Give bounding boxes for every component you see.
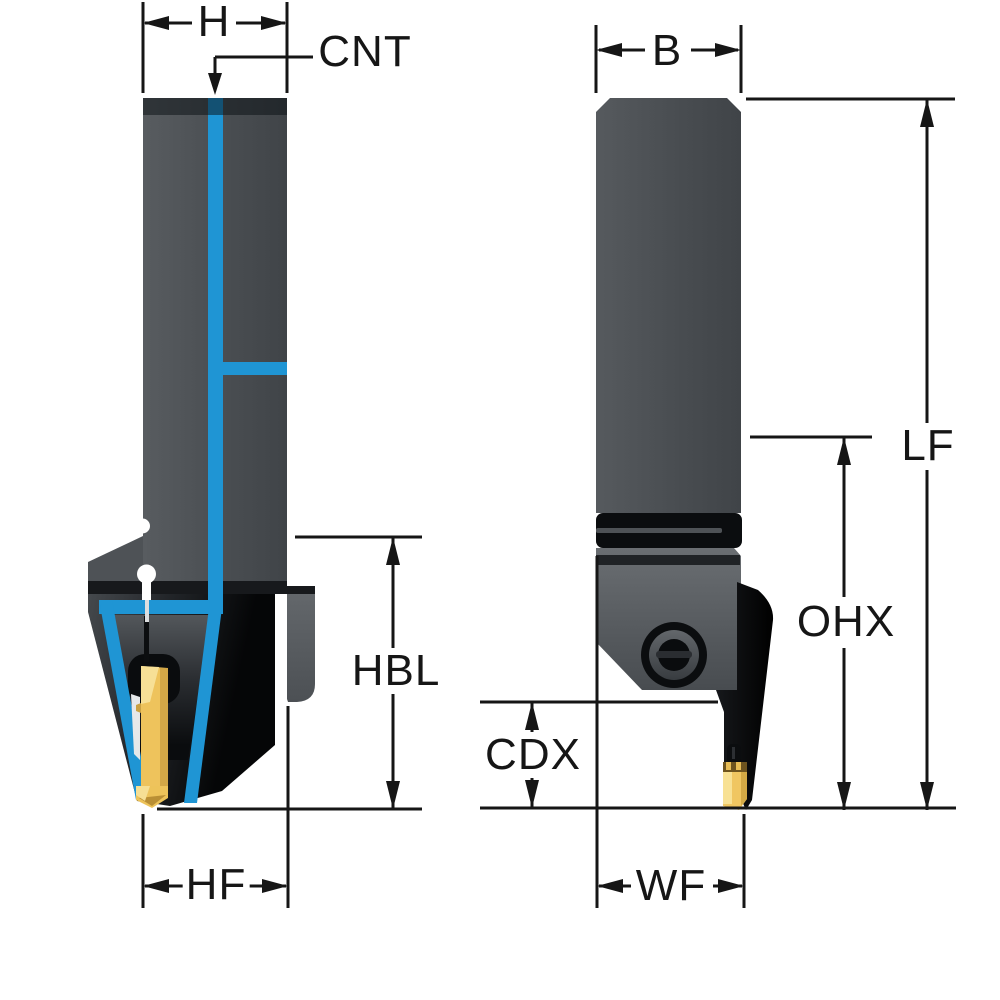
arrow-cnt-down [208, 73, 222, 95]
arrow-wf-left [597, 879, 623, 893]
arrow-b-left [596, 43, 622, 57]
side-insert-tooth-1 [726, 762, 731, 770]
clamp-hole [137, 564, 156, 584]
arrow-wf-right [718, 879, 744, 893]
arrow-cdx-up [525, 702, 539, 730]
dimension-ohx [750, 435, 872, 810]
front-insert [136, 666, 168, 808]
dimension-cnt [208, 55, 313, 95]
dim-label-cnt: CNT [315, 30, 415, 74]
dimension-cdx [480, 700, 718, 808]
arrow-b-right [715, 43, 741, 57]
arrow-ohx-down [837, 782, 851, 810]
arrow-hbl-up [386, 537, 400, 565]
slot-white-line [145, 596, 149, 622]
arrow-h-right [261, 16, 287, 30]
dim-label-wf: WF [632, 864, 710, 908]
dimension-hf [141, 706, 290, 908]
arrow-lf-up [920, 99, 934, 127]
arrow-h-left [143, 16, 169, 30]
coolant-channel-vertical [208, 98, 223, 610]
side-insert-tooth-2 [736, 762, 741, 770]
front-insert-foot-highlight [136, 786, 150, 801]
slot-dark-line [144, 616, 149, 662]
front-insert-notch [136, 703, 141, 713]
dim-label-lf: LF [898, 424, 958, 468]
side-clamp-tab-slot [732, 747, 735, 759]
dim-label-cdx: CDX [482, 733, 584, 777]
dim-label-hbl: HBL [348, 649, 444, 693]
dim-label-h: H [194, 0, 234, 44]
clamp-slot [135, 518, 156, 662]
side-shank [596, 98, 741, 513]
shank-notch [135, 518, 150, 534]
side-insert-band [723, 762, 747, 773]
arrow-ohx-up [837, 437, 851, 465]
arrow-lf-down [920, 782, 934, 810]
coolant-funnel-right [184, 600, 223, 803]
dimension-wf [595, 556, 746, 908]
side-view-tool [596, 98, 774, 810]
dim-label-hf: HF [182, 863, 250, 907]
front-shank-top-band [143, 98, 287, 115]
clamp-screw [641, 622, 707, 688]
dim-label-ohx: OHX [793, 600, 899, 644]
dimension-hbl [295, 535, 422, 809]
arrow-hbl-down [386, 781, 400, 809]
front-insert-right-facet [160, 668, 168, 788]
front-head-top-wedge [88, 536, 143, 582]
side-insert [723, 762, 747, 810]
arrow-hf-right [262, 879, 288, 893]
dimension-h [141, 2, 289, 93]
arrow-hf-left [143, 879, 169, 893]
dim-label-b: B [648, 29, 686, 73]
side-insert-highlight [723, 772, 732, 804]
dimension-lf [746, 97, 955, 810]
side-insert-right-facet [741, 772, 747, 806]
screw-slot [656, 651, 692, 658]
front-view-tool [88, 98, 315, 808]
side-groove-sliver [596, 528, 722, 533]
coolant-channel-branch [214, 362, 287, 375]
dimension-b [594, 25, 743, 93]
front-insert-highlight [141, 666, 159, 704]
coolant-funnel-top [99, 600, 223, 614]
slot-white-stub [142, 574, 151, 600]
side-head-top-edge [596, 555, 740, 565]
front-head-band [88, 581, 315, 594]
front-head-step [287, 594, 315, 702]
arrow-cdx-down [525, 780, 539, 808]
